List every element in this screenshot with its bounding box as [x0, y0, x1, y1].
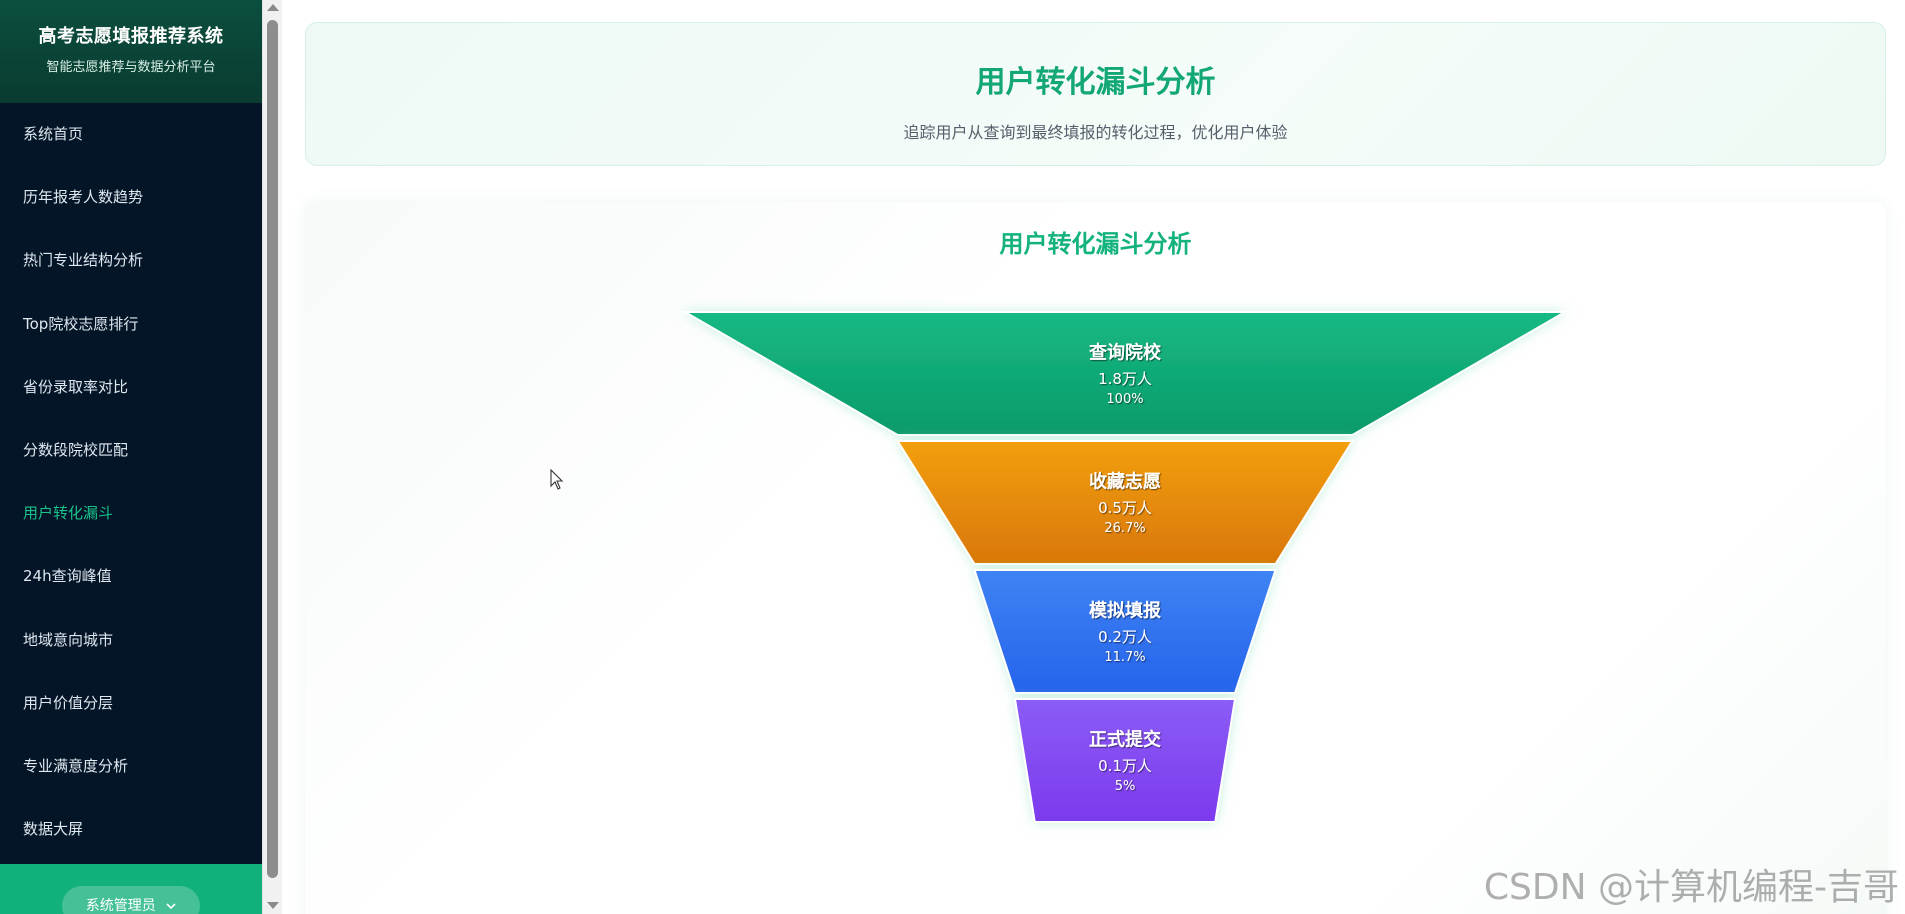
main-content: 用户转化漏斗分析 追踪用户从查询到最终填报的转化过程，优化用户体验 用户转化漏斗…	[282, 0, 1905, 914]
funnel-stage-value: 1.8万人	[1098, 370, 1152, 388]
funnel-stage-value: 0.1万人	[1098, 757, 1152, 775]
page-title: 用户转化漏斗分析	[975, 65, 1216, 100]
funnel-stage-value: 0.2万人	[1098, 628, 1152, 646]
scroll-thumb[interactable]	[267, 20, 278, 878]
user-bar: 系统管理员	[0, 864, 262, 914]
funnel-stage-percent: 26.7%	[1104, 521, 1145, 536]
watermark: CSDN @计算机编程-吉哥	[1483, 867, 1899, 908]
funnel-stage-value: 0.5万人	[1098, 499, 1152, 517]
funnel-stage-name: 收藏志愿	[1089, 471, 1161, 493]
sidebar-menu: 系统首页历年报考人数趋势热门专业结构分析 Top院校志愿排行省份录取率对比分数段院…	[0, 103, 262, 861]
sidebar: 高考志愿填报推荐系统 智能志愿推荐与数据分析平台 系统首页历年报考人数趋势热门专…	[0, 0, 262, 914]
funnel-chart: 查询院校 1.8万人 100% 收藏志愿 0.5万人 26.7% 模拟填报 0.2万人 11.7…	[681, 311, 1569, 823]
funnel-stage[interactable]	[681, 311, 1569, 436]
funnel-chart-card: 用户转化漏斗分析 查询院校 1.8万人 100% 收藏志愿 0.5万人 26.7% 模拟填报…	[305, 202, 1886, 914]
sidebar-item[interactable]: 用户价值分层	[23, 693, 114, 712]
scroll-up-arrow-icon[interactable]	[267, 4, 279, 11]
sidebar-item[interactable]: 用户转化漏斗	[23, 504, 114, 523]
funnel-stage-name: 正式提交	[1089, 729, 1161, 751]
brand-subtitle: 智能志愿推荐与数据分析平台	[46, 60, 216, 75]
funnel-stage[interactable]	[895, 440, 1355, 565]
chart-title: 用户转化漏斗分析	[999, 230, 1192, 258]
user-name: 系统管理员	[85, 898, 156, 914]
sidebar-item[interactable]: 地域意向城市	[23, 630, 114, 649]
funnel-stage-name: 模拟填报	[1089, 600, 1161, 622]
sidebar-item[interactable]: 省份录取率对比	[23, 377, 129, 396]
sidebar-item[interactable]: Top院校志愿排行	[23, 314, 139, 333]
funnel-stage-percent: 11.7%	[1104, 650, 1145, 665]
user-menu-button[interactable]: 系统管理员	[62, 886, 200, 914]
sidebar-item[interactable]: 系统首页	[23, 125, 84, 143]
sidebar-scrollbar[interactable]	[262, 0, 282, 914]
sidebar-item[interactable]: 热门专业结构分析	[23, 251, 144, 270]
funnel-stage[interactable]	[1013, 698, 1237, 823]
sidebar-item[interactable]: 专业满意度分析	[23, 756, 129, 775]
funnel-stage-name: 查询院校	[1089, 342, 1162, 364]
funnel-stage-percent: 5%	[1115, 779, 1136, 794]
chevron-down-icon	[160, 898, 176, 914]
sidebar-item[interactable]: 历年报考人数趋势	[23, 188, 144, 207]
sidebar-item[interactable]: 数据大屏	[23, 820, 84, 839]
brand-header: 高考志愿填报推荐系统 智能志愿推荐与数据分析平台	[0, 0, 262, 103]
funnel-stage-percent: 100%	[1106, 392, 1143, 407]
page-header-card: 用户转化漏斗分析 追踪用户从查询到最终填报的转化过程，优化用户体验	[305, 22, 1886, 166]
page-subtitle: 追踪用户从查询到最终填报的转化过程，优化用户体验	[903, 123, 1288, 142]
scroll-down-arrow-icon[interactable]	[267, 902, 279, 909]
funnel-stage[interactable]	[973, 569, 1277, 694]
mouse-cursor-icon	[550, 468, 564, 495]
sidebar-item[interactable]: 分数段院校匹配	[23, 440, 129, 459]
sidebar-item[interactable]: 24h查询峰值	[23, 567, 112, 586]
brand-title: 高考志愿填报推荐系统	[38, 26, 224, 47]
